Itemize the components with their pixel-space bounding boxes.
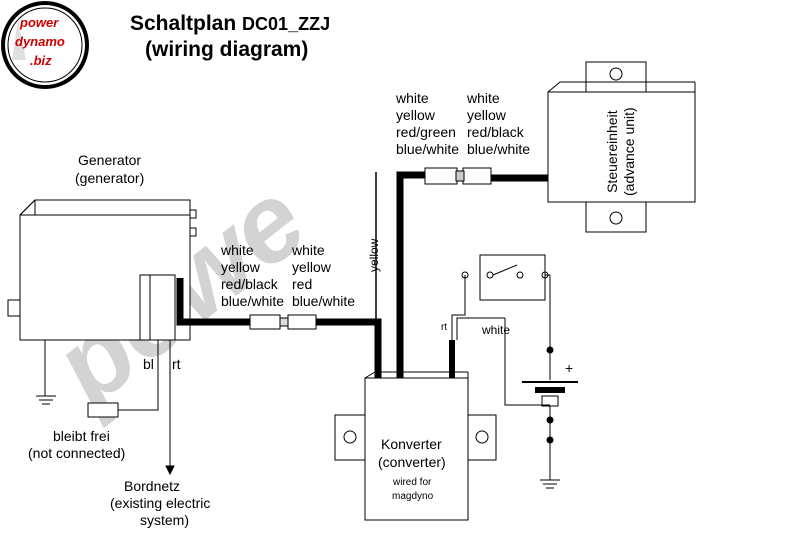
white-wire-label: white	[482, 323, 511, 337]
main-harness	[176, 278, 382, 378]
converter-label: Konverter	[381, 436, 442, 452]
advance-unit-box	[547, 61, 696, 233]
converter-note-1: wired for	[393, 477, 432, 488]
title-line-1: Schaltplan DC01_ZZJ	[130, 12, 331, 35]
wire-list-gen-right: white yellow red blue/white	[292, 242, 356, 309]
advance-harness	[375, 171, 550, 378]
converter-box	[334, 371, 497, 521]
generator-label-en: (generator)	[75, 170, 145, 186]
rt-wire-label: rt	[441, 322, 448, 333]
wire-list-adv-right: white yellow red/black blue/white	[467, 90, 531, 157]
converter-note-2: magdyno	[392, 491, 434, 502]
yellow-wire-label: yellow	[367, 238, 381, 272]
title-line-2: (wiring diagram)	[145, 38, 309, 61]
logo-text-1: power	[20, 15, 59, 30]
logo-text-2: dynamo	[15, 34, 65, 49]
not-connected-label-en: (not connected)	[28, 445, 126, 461]
battery-plus: +	[565, 360, 574, 376]
bordnetz-label: Bordnetz	[124, 478, 181, 494]
not-connected-label: bleibt frei	[53, 428, 110, 444]
logo-text-3: .biz	[30, 53, 52, 68]
wire-list-adv-left: white yellow red/green blue/white	[396, 90, 460, 157]
converter-label-en: (converter)	[378, 454, 446, 470]
generator-label: Generator	[78, 152, 142, 168]
advance-unit-label: Steuereinheit (advance unit)	[604, 107, 637, 196]
bordnetz-label-en-1: (existing electric	[110, 495, 211, 511]
connector-advance	[424, 167, 492, 185]
generator-body	[7, 199, 197, 405]
bl-wire-label: bl	[143, 356, 154, 372]
bordnetz-label-en-2: system)	[140, 512, 189, 528]
connector-generator	[249, 314, 317, 330]
battery-circuit	[449, 254, 578, 489]
wire-list-gen-left: white yellow red/black blue/white	[221, 242, 285, 309]
rt-left-wire-label: rt	[172, 356, 181, 372]
bl-rt-wires	[87, 340, 175, 476]
logo-badge	[1, 1, 89, 89]
